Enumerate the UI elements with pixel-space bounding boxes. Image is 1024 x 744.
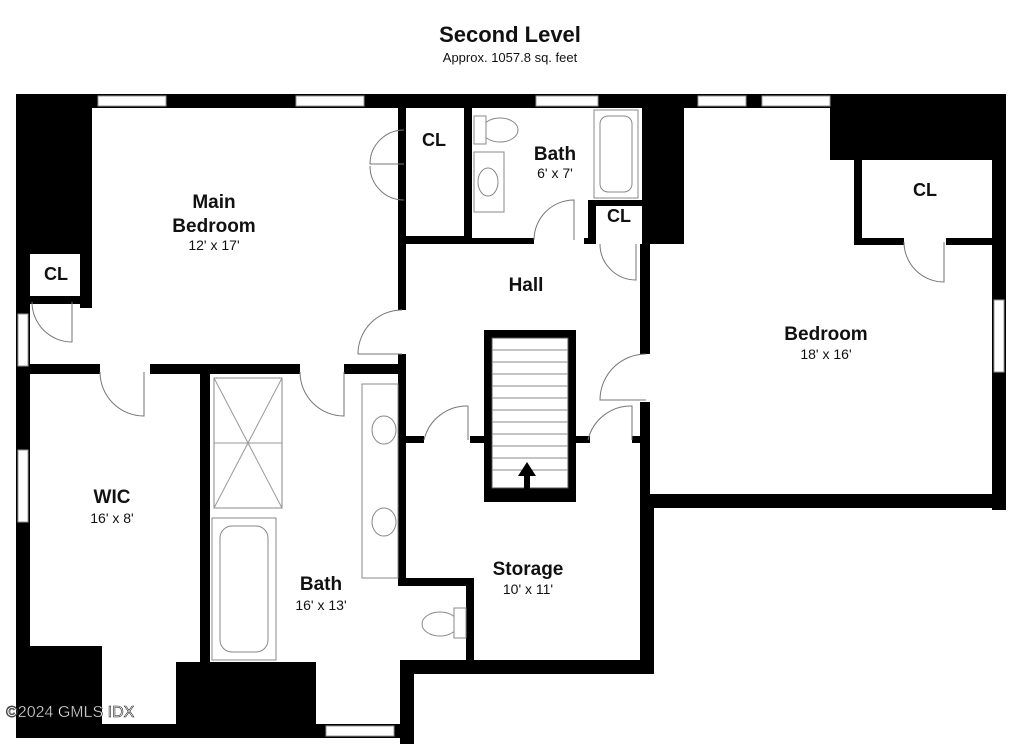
storage-name: Storage	[493, 559, 564, 580]
main-bedroom-name-2: Bedroom	[172, 216, 255, 237]
bedroom-dims: 18' x 16'	[800, 346, 851, 362]
watermark: ©2024 GMLS IDX	[6, 704, 135, 721]
closet-label-bedroom: CL	[913, 180, 937, 200]
bath-large-dims: 16' x 13'	[295, 597, 346, 613]
wic-dims: 16' x 8'	[90, 510, 133, 526]
bath-small-dims: 6' x 7'	[537, 165, 573, 181]
doors	[31, 129, 945, 441]
closet-label-left: CL	[44, 264, 68, 284]
hall-name: Hall	[509, 275, 544, 296]
main-bedroom-name-1: Main	[192, 192, 235, 213]
wic-name: WIC	[94, 487, 131, 508]
plan-title: Second Level	[439, 22, 581, 47]
closet-label-main-bedroom: CL	[422, 130, 446, 150]
bath-large-name: Bath	[300, 574, 342, 595]
bedroom-name: Bedroom	[784, 324, 867, 345]
plan-subtitle: Approx. 1057.8 sq. feet	[443, 50, 578, 65]
stairs	[484, 330, 576, 502]
fixtures	[211, 109, 639, 661]
main-bedroom-dims: 12' x 17'	[188, 237, 239, 253]
windows	[17, 95, 1005, 737]
closet-label-hall: CL	[607, 206, 631, 226]
storage-dims: 10' x 11'	[503, 581, 553, 597]
bath-small-name: Bath	[534, 144, 576, 165]
